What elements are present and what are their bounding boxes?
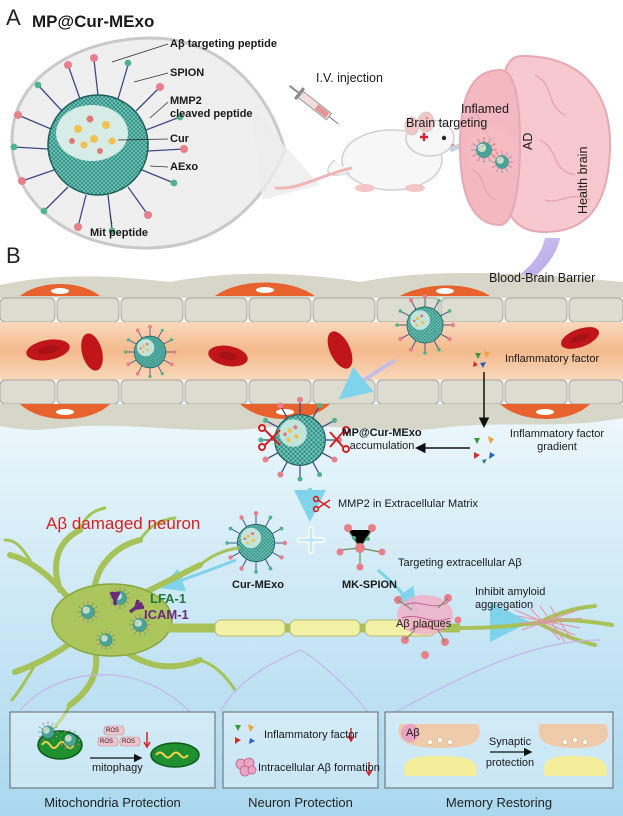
- lfa1-label: LFA-1: [150, 591, 187, 606]
- brain-health-label: Health brain: [576, 146, 590, 214]
- targeting-line2: Brain targeting: [406, 116, 488, 130]
- box-intracellular-abeta: Intracellular Aβ formation: [258, 762, 380, 774]
- targeting-line1: Inflamed: [461, 102, 509, 116]
- caption-neuron: Neuron Protection: [248, 795, 353, 810]
- synaptic-line2: protection: [485, 757, 535, 769]
- mk-spion-cluster: [336, 524, 386, 571]
- callout-cur: Cur: [170, 133, 189, 145]
- mouse-illustration: [274, 111, 455, 192]
- callout-mmp2-line1: MMP2: [170, 95, 202, 107]
- accumulation-line2: accumulation: [349, 440, 415, 452]
- mk-spion-label: MK-SPION: [342, 579, 397, 591]
- gradient-line2: gradient: [537, 441, 577, 453]
- panel-b-letter: B: [6, 243, 21, 268]
- particle-title: MP@Cur-MExo: [32, 12, 155, 31]
- synaptic-line1: Synaptic: [488, 736, 532, 748]
- brain-illustration: [458, 54, 612, 234]
- mitophagy-label: mitophagy: [92, 762, 143, 774]
- injection-label: I.V. injection: [316, 71, 383, 85]
- bbb-label: Blood-Brain Barrier: [489, 271, 596, 285]
- panel-a-letter: A: [6, 5, 21, 30]
- mmp2-ecm-label: MMP2 in Extracellular Matrix: [338, 498, 478, 510]
- gradient-line1: Inflammatory factor: [509, 428, 605, 440]
- callout-mit-peptide: Mit peptide: [90, 227, 149, 239]
- ros-label-1: ROS: [106, 728, 120, 734]
- mitochondria-icon: [37, 721, 200, 768]
- ros-label-3: ROS: [122, 739, 136, 745]
- ros-label-2: ROS: [100, 739, 114, 745]
- abeta-plaque: [394, 594, 462, 659]
- plaques-label: Aβ plaques: [396, 618, 452, 630]
- box-abeta-label: Aβ: [406, 727, 420, 739]
- synapse-icon: [398, 724, 608, 776]
- box-inflammatory-factor: Inflammatory factor: [264, 729, 359, 741]
- caption-memory: Memory Restoring: [445, 795, 553, 810]
- targeting-abeta-label: Targeting extracellular Aβ: [398, 557, 522, 569]
- cur-mexo-label: Cur-MExo: [232, 579, 284, 591]
- inhibit-line2: aggregation: [475, 599, 534, 611]
- inhibit-line1: Inhibit amyloid: [475, 586, 546, 598]
- callout-spion: SPION: [170, 67, 205, 79]
- inflammatory-factor-label: Inflammatory factor: [505, 353, 600, 365]
- caption-mitochondria: Mitochondria Protection: [44, 795, 181, 810]
- damaged-neuron-label: Aβ damaged neuron: [46, 514, 201, 533]
- icam1-label: ICAM-1: [144, 607, 189, 622]
- brain-ad-label: AD: [521, 132, 535, 150]
- callout-mmp2-line2: cleaved peptide: [170, 108, 253, 120]
- accumulation-line1: MP@Cur-MExo: [342, 427, 422, 439]
- callout-abeta-peptide: Aβ targeting peptide: [170, 38, 277, 50]
- callout-aexo: AExo: [170, 161, 199, 173]
